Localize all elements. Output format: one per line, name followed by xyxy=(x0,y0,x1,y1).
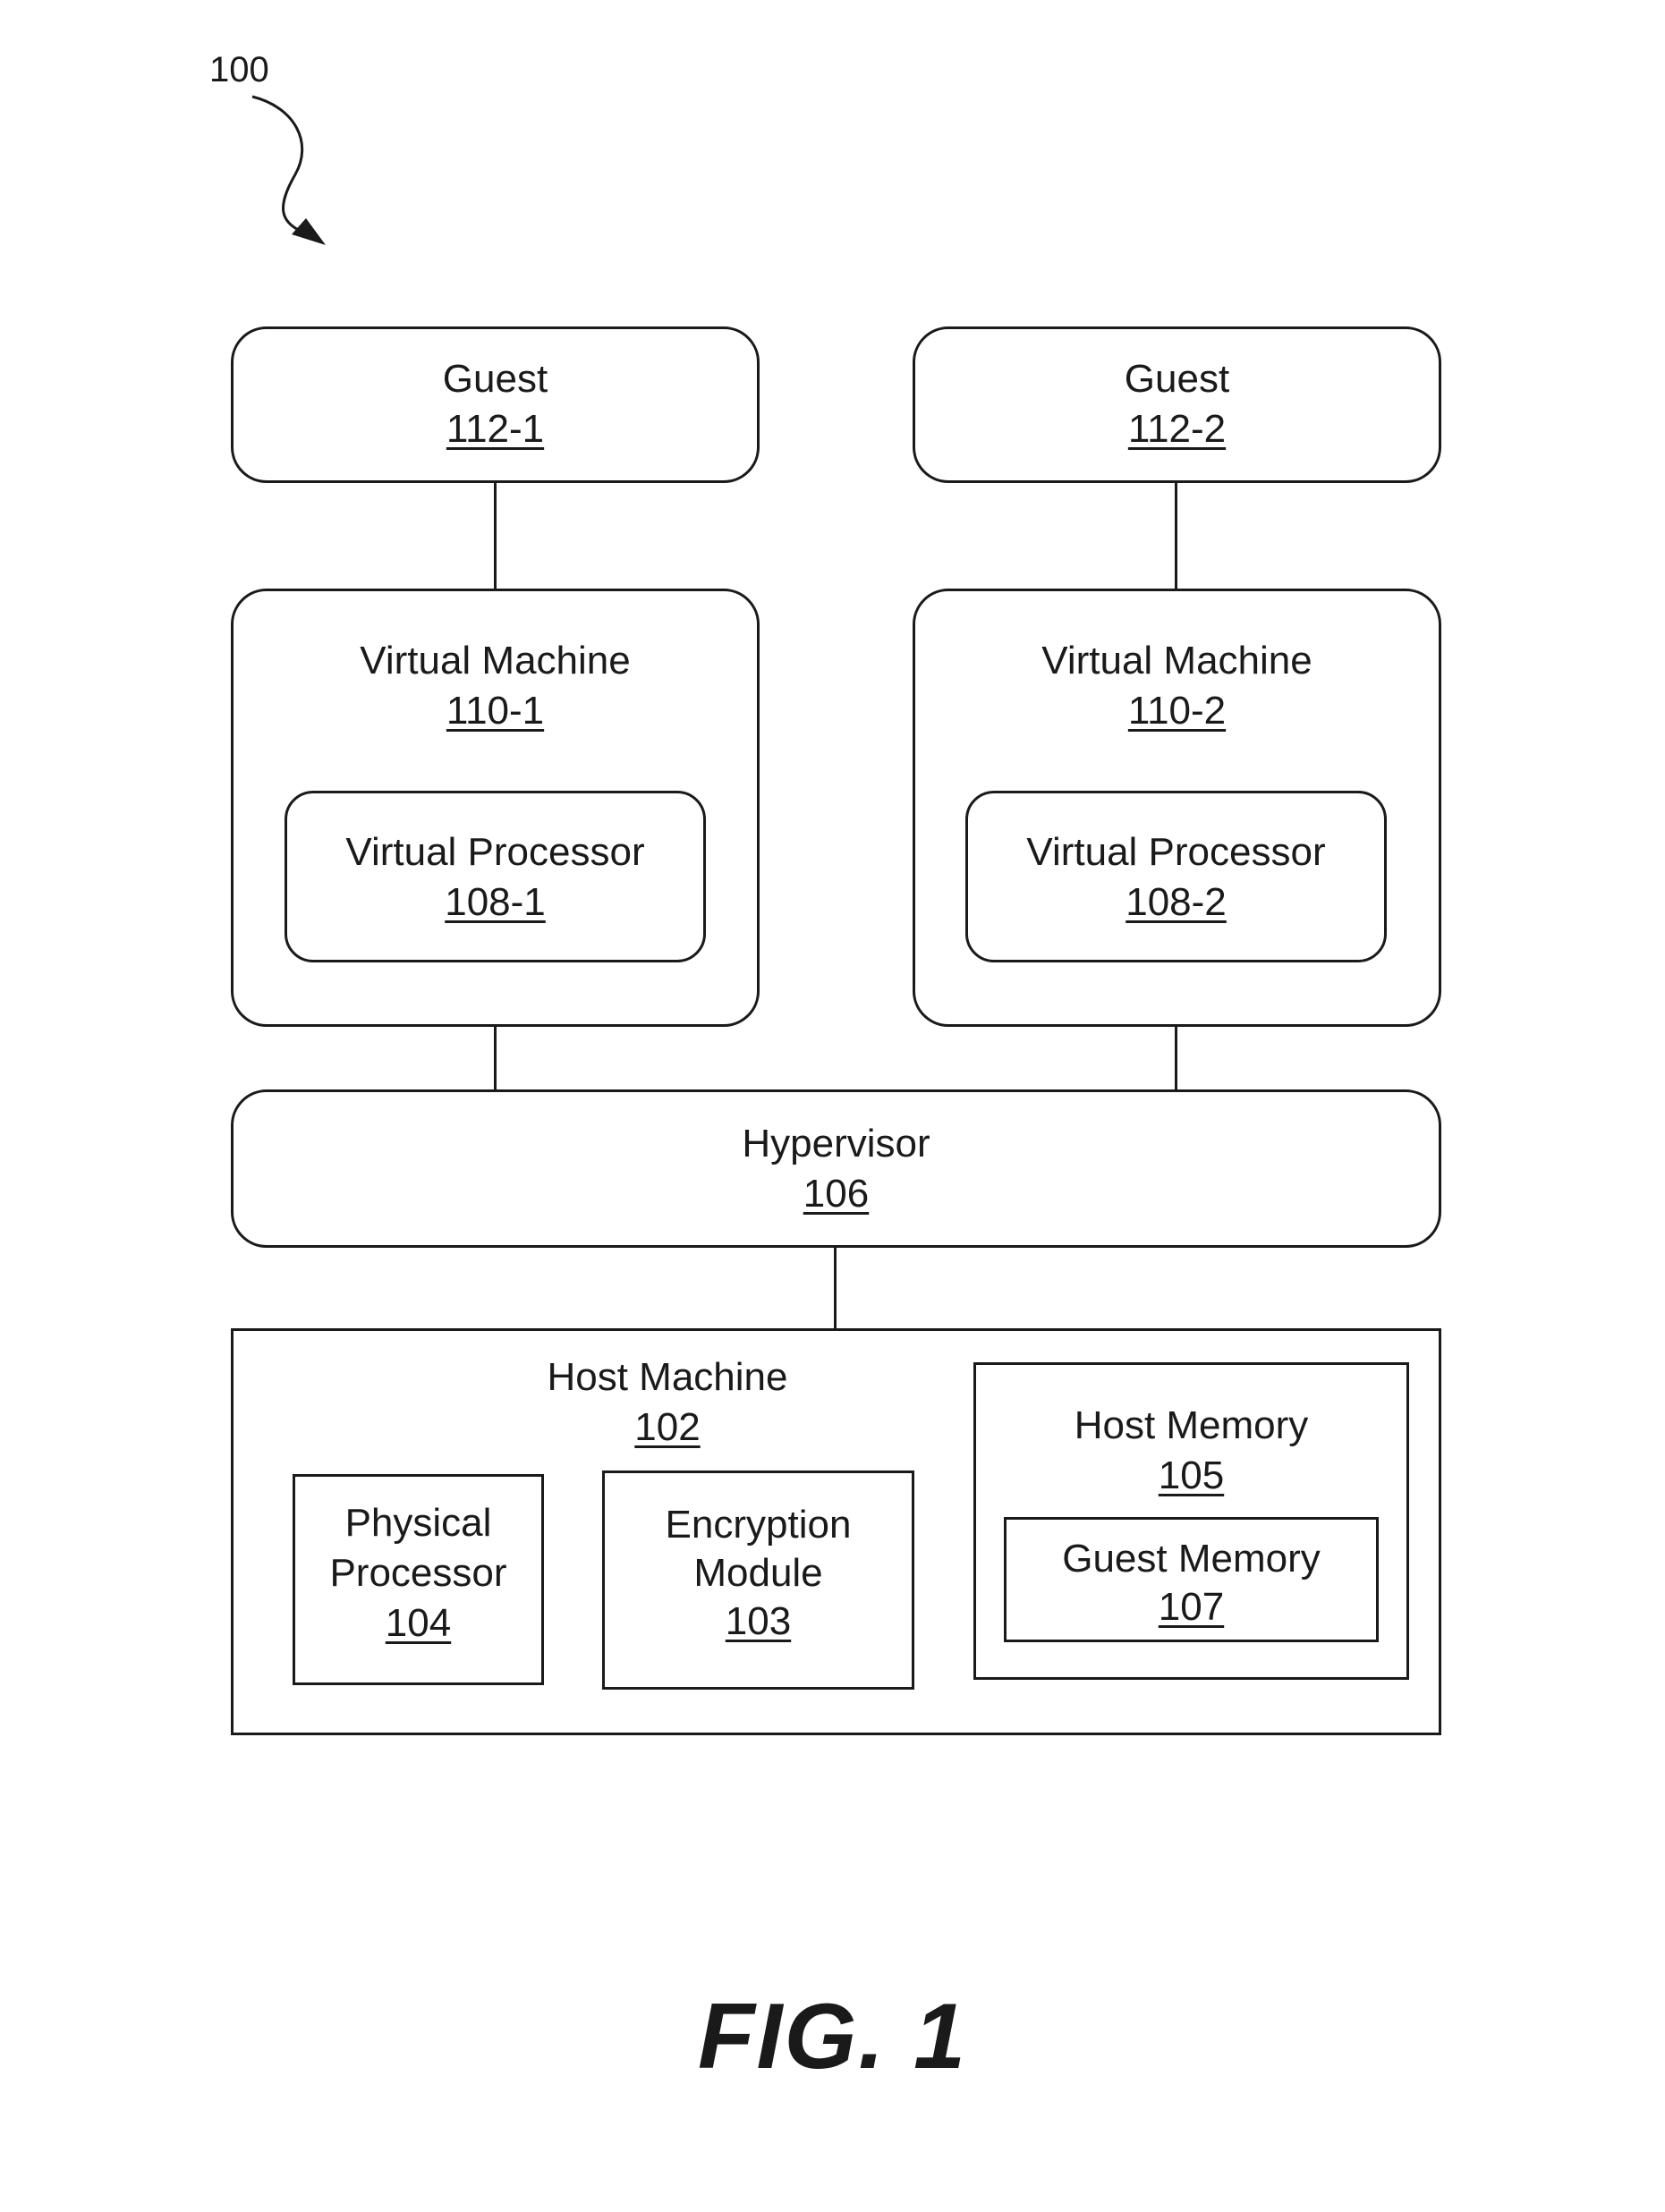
vm1-hypervisor-connector xyxy=(494,1025,497,1091)
reference-arrow xyxy=(252,97,309,234)
guest-memory-title: Guest Memory xyxy=(1007,1534,1376,1584)
guest-2-title: Guest xyxy=(915,354,1439,404)
physical-processor-line1: Physical xyxy=(295,1498,541,1548)
hypervisor-ref: 106 xyxy=(234,1169,1439,1219)
virtual-machine-1-ref: 110-1 xyxy=(234,686,757,736)
encryption-module-box: Encryption Module 103 xyxy=(602,1470,914,1690)
guest2-vm2-connector xyxy=(1175,481,1177,590)
physical-processor-line2: Processor xyxy=(295,1548,541,1598)
encryption-module-ref: 103 xyxy=(605,1597,912,1647)
guest-2-box: Guest 112-2 xyxy=(913,326,1441,483)
virtual-processor-2-title: Virtual Processor xyxy=(968,827,1384,877)
host-memory-ref: 105 xyxy=(976,1451,1406,1501)
vm2-hypervisor-connector xyxy=(1175,1025,1177,1091)
guest-1-box: Guest 112-1 xyxy=(231,326,760,483)
physical-processor-ref: 104 xyxy=(295,1598,541,1648)
virtual-processor-1-ref: 108-1 xyxy=(287,877,703,928)
guest1-vm1-connector xyxy=(494,481,497,590)
virtual-processor-1-box: Virtual Processor 108-1 xyxy=(285,791,706,962)
host-memory-title: Host Memory xyxy=(976,1401,1406,1451)
hypervisor-title: Hypervisor xyxy=(234,1119,1439,1169)
host-machine-title: Host Machine xyxy=(234,1352,1101,1403)
virtual-machine-2-ref: 110-2 xyxy=(915,686,1439,736)
guest-1-ref: 112-1 xyxy=(234,404,757,454)
physical-processor-box: Physical Processor 104 xyxy=(293,1474,544,1685)
encryption-module-line1: Encryption xyxy=(605,1500,912,1550)
virtual-processor-2-box: Virtual Processor 108-2 xyxy=(965,791,1387,962)
encryption-module-line2: Module xyxy=(605,1548,912,1598)
guest-1-title: Guest xyxy=(234,354,757,404)
virtual-machine-2-title: Virtual Machine xyxy=(915,636,1439,686)
figure-caption: FIG. 1 xyxy=(0,1984,1665,2090)
guest-memory-ref: 107 xyxy=(1007,1582,1376,1632)
guest-2-ref: 112-2 xyxy=(915,404,1439,454)
virtual-processor-1-title: Virtual Processor xyxy=(287,827,703,877)
hypervisor-box: Hypervisor 106 xyxy=(231,1089,1441,1248)
virtual-machine-1-title: Virtual Machine xyxy=(234,636,757,686)
reference-arrowhead xyxy=(292,218,326,245)
host-machine-ref: 102 xyxy=(234,1403,1101,1453)
guest-memory-box: Guest Memory 107 xyxy=(1004,1517,1379,1642)
hypervisor-host-connector xyxy=(834,1246,837,1330)
virtual-processor-2-ref: 108-2 xyxy=(968,877,1384,928)
